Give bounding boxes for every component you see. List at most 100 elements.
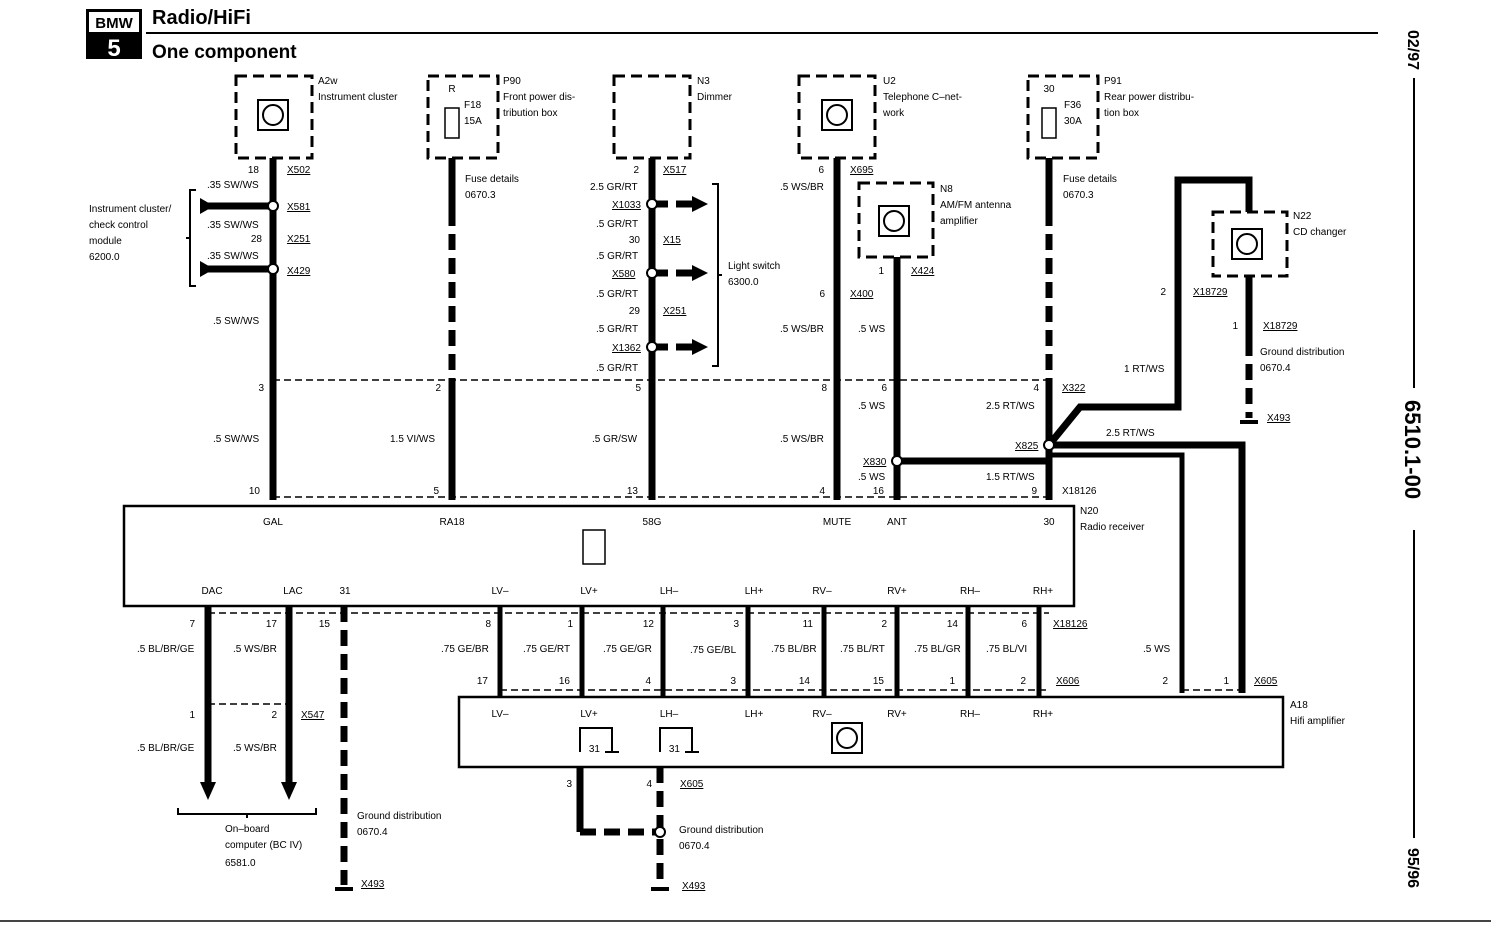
ground-31-label: 31	[589, 744, 601, 755]
wire-label: 1.5 RT/WS	[986, 472, 1035, 483]
splice-x581	[267, 200, 279, 212]
splice-x1033	[646, 198, 658, 210]
a18-pin: LH+	[745, 709, 764, 720]
connector-label: X580	[612, 269, 636, 280]
arrow-down-icon	[281, 782, 297, 800]
pin-label: 28	[251, 234, 263, 245]
arrow-right-icon	[692, 196, 708, 212]
labels: 18 X502 .35 SW/WS X581 .35 SW/WS 28 X251…	[89, 165, 1345, 892]
ref-ic-3: module	[89, 236, 122, 247]
n20-pin-bottom: DAC	[201, 586, 222, 597]
wire-label: .75 GE/BL	[690, 645, 737, 656]
n8-id: N8	[940, 184, 953, 195]
pin-label: 6	[881, 383, 887, 394]
pin-label: 16	[873, 486, 885, 497]
connector-label: X1362	[612, 343, 641, 354]
a18-pin: RH+	[1033, 709, 1053, 720]
component-n22: N22 CD changer	[1211, 210, 1347, 278]
u2-name-1: Telephone C–net-	[883, 92, 962, 103]
n20-pin-top: 58G	[643, 517, 662, 528]
wire-cd-power	[1046, 176, 1253, 448]
pin-label: 13	[627, 486, 639, 497]
wire-label: .5 WS	[858, 324, 886, 335]
pin-label: 2	[633, 165, 639, 176]
n20-pin-bottom: LH+	[745, 586, 764, 597]
n20-pin-bottom: RH–	[960, 586, 980, 597]
n20-pin-top: ANT	[887, 517, 907, 528]
p90-outline	[426, 74, 500, 160]
ref-gnd-2a: Ground distribution	[357, 811, 442, 822]
wire-label: .75 BL/GR	[914, 644, 961, 655]
wire-label: .5 GR/RT	[596, 219, 638, 230]
wire-label: .75 GE/GR	[603, 644, 652, 655]
page-subtitle: One component	[152, 42, 297, 63]
wire-label: .5 BL/BR/GE	[137, 743, 195, 754]
pin-label: 7	[189, 619, 195, 630]
component-n3: N3 Dimmer	[612, 74, 733, 160]
connector-label: X605	[680, 779, 704, 790]
wire-label: 1 RT/WS	[1124, 364, 1165, 375]
n3-name: Dimmer	[697, 92, 733, 103]
series-label: 5	[107, 35, 120, 62]
wire-label: 1.5 VI/WS	[390, 434, 435, 445]
wire-label: .75 GE/RT	[523, 644, 570, 655]
n20-pin-bottom: LV–	[491, 586, 508, 597]
a18-id: A18	[1290, 700, 1308, 711]
p91-outline	[1026, 74, 1100, 160]
pin-label: 5	[433, 486, 439, 497]
wire-label: .5 WS/BR	[780, 434, 824, 445]
a18-pin: RV+	[887, 709, 907, 720]
pin-label: 8	[821, 383, 827, 394]
pin-label: 1	[1223, 676, 1229, 687]
p91-id: P91	[1104, 76, 1122, 87]
connector-label: X15	[663, 235, 681, 246]
brace-onboard	[177, 808, 317, 818]
p90-fuse: F18	[464, 100, 482, 111]
wire-label: .5 GR/RT	[596, 363, 638, 374]
wire-label: .75 BL/BR	[771, 644, 817, 655]
fuse-f36-icon	[1041, 107, 1057, 139]
steering-wheel-icon	[826, 104, 848, 126]
p91-name-2: tion box	[1104, 108, 1139, 119]
a2w-id: A2w	[318, 76, 338, 87]
n8-name-1: AM/FM antenna	[940, 200, 1012, 211]
component-a18: A18 Hifi amplifier	[457, 695, 1346, 891]
n20-pin-top: 30	[1043, 517, 1055, 528]
p90-id: P90	[503, 76, 521, 87]
steering-wheel-icon	[836, 727, 858, 749]
ref-gnd-cd-1: Ground distribution	[1260, 347, 1345, 358]
wire-label: .5 GR/RT	[596, 289, 638, 300]
n20-pin-bottom: 31	[339, 586, 351, 597]
pin-label: 12	[643, 619, 655, 630]
n3-outline	[612, 74, 692, 160]
wire-label: .5 WS	[1143, 644, 1171, 655]
ref-gnd-3b: 0670.4	[679, 841, 710, 852]
arrow-down-icon	[200, 782, 216, 800]
n3-id: N3	[697, 76, 710, 87]
connector-label: X605	[1254, 676, 1278, 687]
n20-pin-bottom: RH+	[1033, 586, 1053, 597]
splice-x830	[891, 455, 903, 467]
connector-label: X517	[663, 165, 687, 176]
doc-number: 6510.1-00	[1400, 400, 1425, 499]
wire-label: .75 GE/BR	[441, 644, 489, 655]
pin-label: 4	[646, 779, 652, 790]
component-p91: 30 F36 30A P91 Rear power distribu- tion…	[1026, 74, 1194, 160]
arrow-left-icon	[200, 261, 214, 277]
connector-label: X18126	[1062, 486, 1097, 497]
wire-label: 2.5 RT/WS	[1106, 428, 1155, 439]
wire-label: .5 GR/RT	[596, 251, 638, 262]
pin-label: 17	[477, 676, 489, 687]
p90-name-2: tribution box	[503, 108, 557, 119]
u2-name-2: work	[882, 108, 905, 119]
wire-label: .5 SW/WS	[213, 434, 259, 445]
wire-label: .5 BL/BR/GE	[137, 644, 195, 655]
bmw-badge-top	[89, 12, 139, 32]
n20-pin-bottom: LAC	[283, 586, 302, 597]
pin-label: 3	[730, 676, 736, 687]
ref-fuse-2b: 0670.3	[1063, 190, 1094, 201]
component-n20: N20 Radio receiver	[122, 504, 1145, 608]
internal-ground-2	[659, 727, 699, 753]
